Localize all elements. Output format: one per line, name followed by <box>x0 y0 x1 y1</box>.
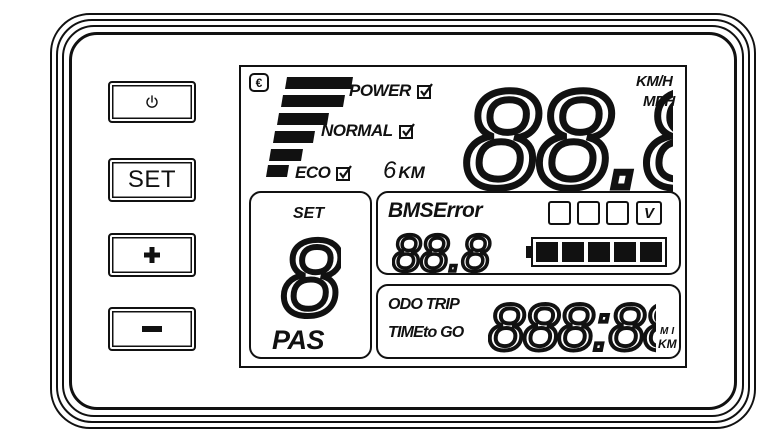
pas-panel: SET 8 PAS <box>249 191 372 359</box>
pas-digit-display: 8 <box>279 229 341 321</box>
brand-icon-glyph: € <box>255 75 263 90</box>
odometer-display: 888:88 <box>488 292 656 354</box>
odometer-value: 888:88 <box>488 292 656 354</box>
unit-mi: MI <box>660 326 678 337</box>
bezel-ring-2 <box>56 19 750 423</box>
mode-normal-label: NORMAL <box>321 121 393 140</box>
pas-label: PAS <box>272 325 325 355</box>
battery-bar-icon <box>526 237 667 267</box>
battery-segment <box>536 242 558 262</box>
plus-button[interactable] <box>108 233 196 277</box>
time-to-go-label: TIMEto GO <box>388 324 464 341</box>
voltage-display: 88.8 <box>392 229 493 273</box>
indicator-box <box>548 201 571 225</box>
checkbox-checked-icon <box>398 123 415 139</box>
set-button[interactable]: SET <box>108 158 196 202</box>
speed-display: 88.8 <box>463 73 673 193</box>
checkbox-checked-icon <box>336 165 353 181</box>
unit-kmh: KM/H <box>636 73 673 90</box>
battery-segment <box>614 242 636 262</box>
odo-trip-label: ODO TRIP <box>388 296 460 313</box>
bms-panel: BMSError V 88.8 <box>376 191 681 275</box>
pas-set-label: SET <box>293 205 325 222</box>
bezel-outer <box>50 13 756 429</box>
battery-segment <box>640 242 662 262</box>
mode-power-label: POWER <box>349 81 411 100</box>
checkbox-checked-icon <box>416 83 433 99</box>
range-value: 6 <box>383 157 397 184</box>
bezel-ring-3 <box>62 25 744 417</box>
mode-normal: NORMAL <box>321 121 415 141</box>
voltage-value: 88.8 <box>392 229 490 273</box>
pas-digit: 8 <box>281 229 341 321</box>
set-button-label: SET <box>127 166 177 193</box>
unit-km: KM <box>658 337 677 351</box>
indicator-box <box>606 201 629 225</box>
lcd-display: € POWER NORMAL ECO 6KM 88.8 <box>239 65 687 368</box>
range-unit: KM <box>398 163 425 182</box>
bms-error-label: BMSError <box>388 199 483 222</box>
odo-panel: ODO TRIP TIMEto GO 888:88 MI KM <box>376 284 681 359</box>
voltage-indicator-box: V <box>636 201 662 225</box>
power-button[interactable] <box>108 81 196 123</box>
indicator-box <box>577 201 600 225</box>
bezel-inner <box>69 32 737 410</box>
unit-mph: MPH <box>643 93 675 110</box>
minus-button[interactable] <box>108 307 196 351</box>
speed-value: 88.8 <box>463 73 673 193</box>
minus-icon <box>142 326 162 332</box>
voltage-indicator-label: V <box>643 204 654 222</box>
brand-icon: € <box>249 73 269 92</box>
mode-eco: ECO <box>295 163 353 183</box>
power-icon <box>146 95 158 108</box>
plus-icon <box>144 247 160 263</box>
mode-eco-label: ECO <box>295 163 331 182</box>
battery-segment <box>588 242 610 262</box>
battery-segment <box>562 242 584 262</box>
assist-level-bars-icon <box>266 77 353 177</box>
mode-power: POWER <box>349 81 433 101</box>
